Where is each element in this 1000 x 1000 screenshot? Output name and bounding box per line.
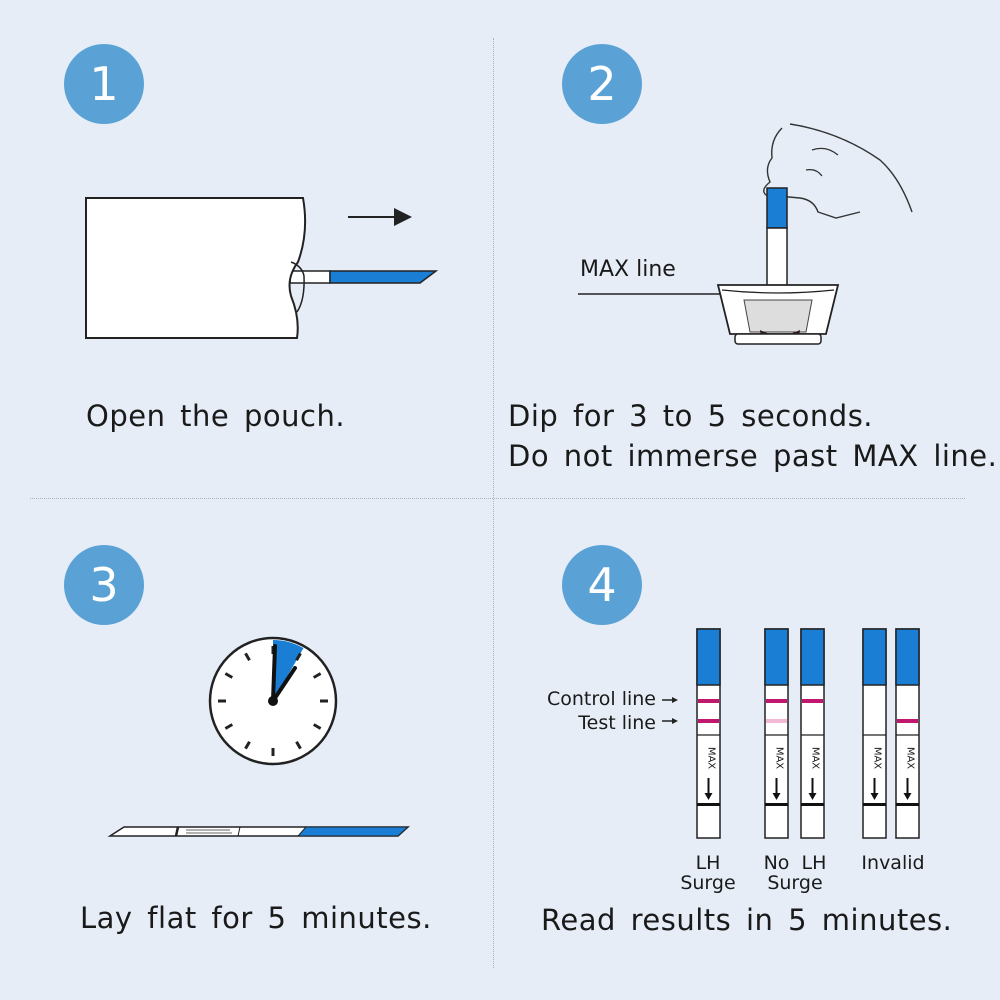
strip-max-line (863, 803, 886, 806)
strip-arrow-head (808, 793, 817, 800)
flat-test-strip (107, 826, 410, 837)
result-strip-blue-end (696, 628, 721, 686)
lh-surge-label-line2: Surge (680, 872, 735, 894)
test-line-mark (698, 719, 719, 723)
step-2-number: 2 (562, 44, 642, 124)
control-line-mark (698, 699, 719, 703)
horizontal-divider (30, 498, 965, 499)
strip-max-text: MAX (872, 747, 883, 769)
step-3-caption: Lay flat for 5 minutes. (80, 901, 432, 935)
invalid-label: Invalid (861, 852, 924, 874)
strip-max-line (896, 803, 919, 806)
lh-surge-label-line1: LH (696, 852, 721, 874)
clock-tick (224, 672, 234, 679)
strip-max-text: MAX (905, 747, 916, 769)
strip-max-line (765, 803, 788, 806)
dip-illustration (578, 123, 913, 345)
strip-max-line (801, 803, 824, 806)
step-1-caption: Open the pouch. (86, 399, 346, 433)
clock-tick (295, 652, 302, 662)
control-line-mark (766, 699, 787, 703)
strip-max-text: MAX (810, 747, 821, 769)
step-2-caption-line1: Dip for 3 to 5 seconds. (508, 399, 874, 433)
max-line-label: MAX line (580, 257, 676, 282)
test-line-mark (897, 719, 918, 723)
clock-tick (312, 723, 322, 730)
strip-arrow-head (903, 793, 912, 800)
result-strips: MAX MAX MAX MAX MAX (696, 628, 920, 839)
result-strip-blue-end (895, 628, 920, 686)
clock-tick (224, 723, 234, 730)
clock-tick (295, 740, 302, 750)
five-minute-wedge (273, 640, 304, 701)
result-strip-blue-end (800, 628, 825, 686)
step-2-caption-line2: Do not immerse past MAX line. (508, 439, 998, 473)
strip-arrow-head (704, 793, 713, 800)
strip-max-text: MAX (706, 747, 717, 769)
test-line-label: Test line (577, 712, 656, 734)
pouch-illustration (85, 197, 439, 339)
no-lh-surge-label-line2: Surge (767, 872, 822, 894)
dip-strip-blue (766, 187, 788, 229)
pouch-strip-blue (329, 270, 439, 284)
vertical-divider (493, 38, 494, 968)
control-line-mark (802, 699, 823, 703)
strip-max-text: MAX (774, 747, 785, 769)
test-line-mark (766, 719, 787, 723)
clock-tick (244, 652, 251, 662)
strip-arrow-head (870, 793, 879, 800)
step-1-number: 1 (64, 44, 144, 124)
control-line-label: Control line (547, 688, 656, 710)
no-lh-surge-label-line1: No LH (764, 852, 827, 874)
clock-tick (312, 672, 322, 679)
clock-icon (208, 636, 338, 766)
result-strip-blue-end (862, 628, 887, 686)
step-4-number: 4 (562, 545, 642, 625)
strip-arrow-head (772, 793, 781, 800)
result-strip-blue-end (764, 628, 789, 686)
label-arrows (662, 697, 678, 724)
step-3-number: 3 (64, 545, 144, 625)
step-4-caption: Read results in 5 minutes. (541, 903, 953, 937)
clock-tick (244, 740, 251, 750)
strip-max-line (697, 803, 720, 806)
